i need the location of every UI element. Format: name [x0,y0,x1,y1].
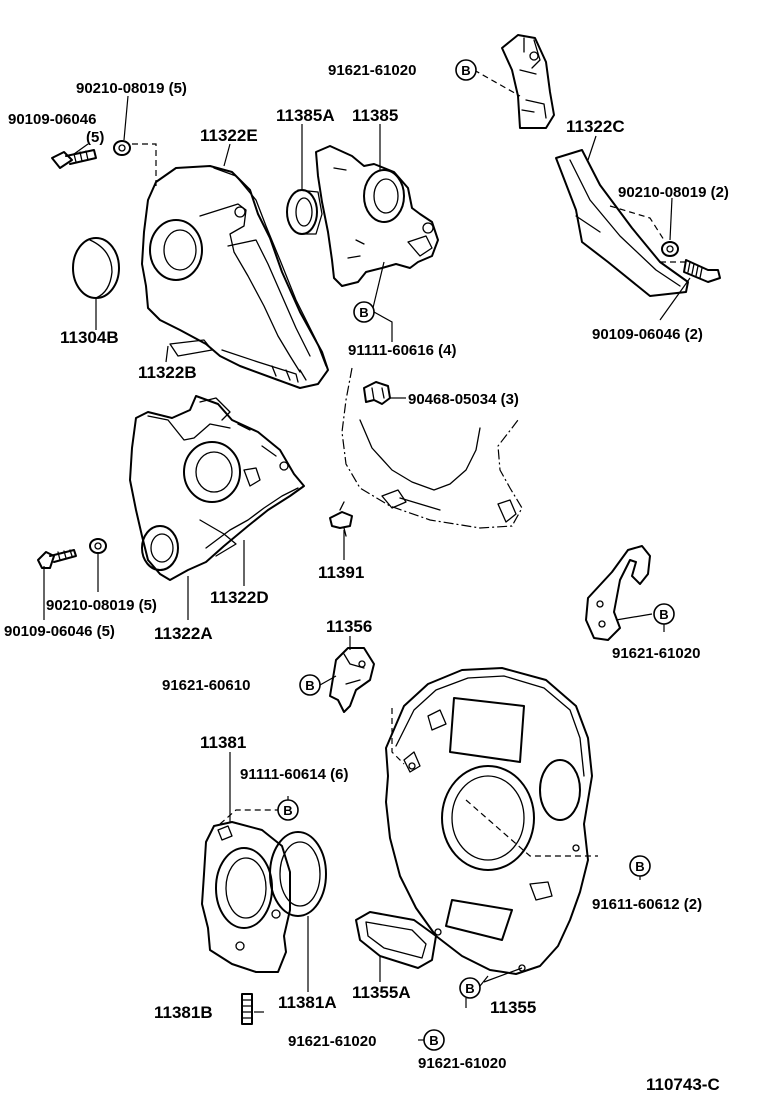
label-11304b: 11304B [60,328,119,347]
label-11381: 11381 [200,733,246,752]
bolt-marker-91111-60614: B [277,799,299,821]
label-11381a: 11381A [278,993,337,1012]
svg-text:B: B [635,859,644,874]
nut-left-upper-part [113,140,131,156]
part-labels: 91621-61020 90210-08019 (5) 90109-06046 … [4,62,729,1094]
bolt-marker-91621-60610: B [299,674,321,696]
label-90468-05034: 90468-05034 (3) [408,391,519,408]
label-11385: 11385 [352,106,398,125]
diagram-number: 110743-C [646,1075,720,1094]
bolt-marker-bottom: B [423,1029,445,1051]
label-91621-61020-bottom-left: 91621-61020 [288,1033,376,1050]
bolt-right-part [683,259,721,283]
bolt-marker-91111-60616: B [353,301,375,323]
label-11322c: 11322C [566,117,625,136]
label-91111-60614: 91111-60614 (6) [240,766,348,783]
upper-cover-11322e-part [141,165,329,389]
retainer-11385-part [315,145,439,287]
label-11322b: 11322B [138,363,197,382]
bolt-left-upper-part [51,149,97,169]
svg-text:B: B [461,63,470,78]
label-91111-60616: 91111-60616 (4) [348,342,456,359]
label-11356: 11356 [326,617,372,636]
label-11381b: 11381B [154,1003,213,1022]
retainer-11381-part [201,809,291,973]
label-90109-06046-right: 90109-06046 (2) [592,326,703,343]
label-91621-61020-bottom-right: 91621-61020 [418,1055,506,1072]
label-11322a: 11322A [154,624,213,643]
bolt-marker-top: B [455,59,477,81]
label-90109-06046-left: 90109-06046 [8,111,96,128]
oil-seal-11385a-part [286,189,323,235]
svg-text:B: B [465,981,474,996]
gasket-11355a-part [355,911,437,969]
leader-lines [43,69,691,1041]
label-11355a: 11355A [352,983,411,1002]
bolt-marker-91611-60612: B [629,855,651,877]
label-11355: 11355 [490,998,536,1017]
bolt-marker-11355: B [459,977,481,999]
hook-bracket-part [585,545,651,641]
svg-text:B: B [305,678,314,693]
dowel-pin-11381b-part [241,993,253,1025]
label-11322e: 11322E [200,126,258,145]
sensor-11391-part [329,501,353,537]
svg-text:B: B [659,607,668,622]
label-91611-60612: 91611-60612 (2) [592,896,702,913]
label-90210-08019-left: 90210-08019 (5) [76,80,187,97]
svg-text:B: B [429,1033,438,1048]
oil-seal-11381a-part [269,831,327,917]
lower-cover-11322d-part [129,395,305,581]
label-90109-06046-left-qty: (5) [86,129,104,146]
label-90109-06046-low: 90109-06046 (5) [4,623,115,640]
plug-11304b-part [72,237,120,299]
label-91621-61020-top: 91621-61020 [328,62,416,79]
label-90210-08019-right: 90210-08019 (2) [618,184,729,201]
bolt-marker-hook-bracket: B [653,603,675,625]
bracket-11356-part [329,647,375,713]
cover-11322c-part [555,149,690,297]
rear-plate-11355-part [385,667,598,975]
clip-90468-part [363,381,391,405]
label-90210-08019-low: 90210-08019 (5) [46,597,157,614]
label-11385a: 11385A [276,106,335,125]
svg-text:B: B [359,305,368,320]
label-91621-60610: 91621-60610 [162,677,250,694]
label-91621-61020-right: 91621-61020 [612,645,700,662]
nut-right-part [661,241,679,257]
label-11322d: 11322D [210,588,269,607]
bolt-left-lower-part [37,549,77,569]
svg-text:B: B [283,803,292,818]
label-11391: 11391 [318,563,364,582]
nut-left-lower-part [89,538,107,554]
upper-bracket-part [501,34,555,129]
engine-block-outline [341,367,523,529]
